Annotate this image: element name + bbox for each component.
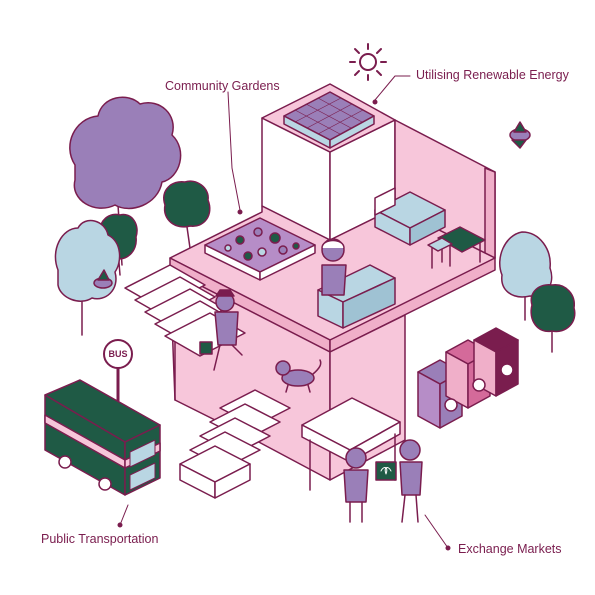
- solar-panel: [283, 91, 375, 149]
- sun-icon: [349, 43, 387, 81]
- bus-stop-sign: [103, 339, 133, 407]
- tree-green-right: [530, 284, 576, 353]
- upper-walls: [394, 119, 496, 259]
- tree-lightblue-right: [499, 231, 553, 321]
- label-exchange-markets: Exchange Markets: [458, 542, 562, 556]
- person-walking: [199, 289, 243, 371]
- tree-green-small-left: [163, 180, 211, 249]
- tree-lightblue-left: [54, 219, 121, 336]
- lower-stairs: [179, 389, 291, 499]
- label-renewable-energy: Utilising Renewable Energy: [416, 68, 569, 82]
- table-chair: [427, 226, 486, 269]
- label-public-transportation: Public Transportation: [41, 532, 159, 546]
- people-exchanging: [343, 439, 423, 523]
- label-community-gardens: Community Gardens: [165, 79, 280, 93]
- person-at-counter: [321, 238, 347, 296]
- sofa: [374, 187, 446, 246]
- bird-left-tree: [93, 269, 113, 289]
- garden-bed: [204, 217, 316, 281]
- leader-lines: [117, 75, 451, 551]
- dog: [275, 359, 322, 393]
- recycling-bins: [417, 327, 519, 429]
- double-decker-bus: [44, 379, 161, 496]
- bus-sign-text: BUS: [108, 349, 127, 359]
- bird-top-right: [509, 121, 531, 149]
